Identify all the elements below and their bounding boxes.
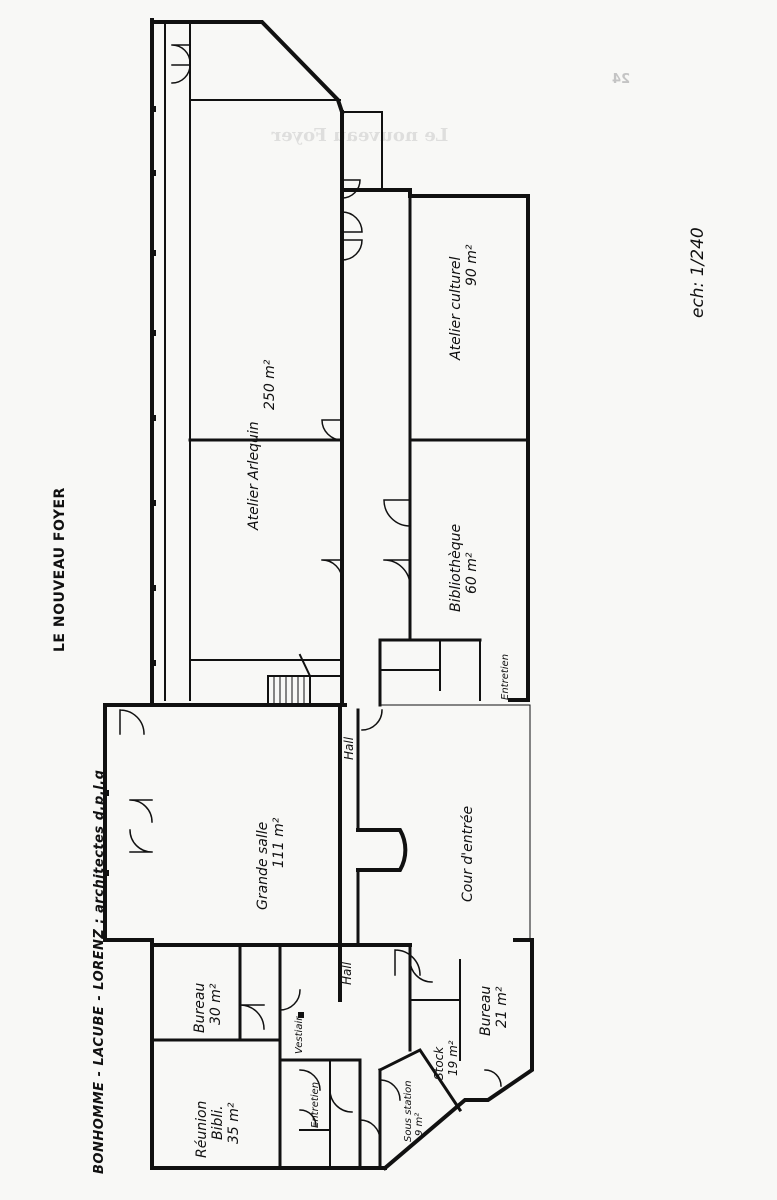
room-hall-bottom: Hall — [340, 961, 354, 985]
room-atelier-arlequin: Atelier Arlequin 250 m² — [246, 359, 278, 530]
room-bureau-30: Bureau 30 m² — [192, 982, 224, 1033]
room-stock: Stock 19 m² — [432, 1040, 460, 1080]
room-entretien-top: Entretien — [500, 653, 511, 700]
room-hall-top: Hall — [342, 736, 356, 760]
scale-label: ech: 1/240 — [688, 227, 708, 318]
room-sous-station: Sous station 9 m² — [403, 1080, 425, 1142]
room-vestiaire: Vestiair — [294, 1016, 305, 1054]
room-cour-entree: Cour d'entrée — [460, 805, 476, 902]
inner-walls — [103, 21, 531, 1170]
room-grande-salle: Grande salle 111 m² — [255, 817, 287, 910]
room-atelier-culturel: Atelier culturel 90 m² — [448, 244, 480, 360]
door-swings — [119, 44, 502, 1141]
room-bureau-21: Bureau 21 m² — [478, 985, 510, 1036]
architects-credit: BONHOMME - LACUBE - LORENZ : architectes… — [92, 769, 107, 1174]
pillars — [103, 106, 304, 1018]
room-entretien-bottom: Entretien — [310, 1081, 321, 1128]
room-bibliotheque: Bibliothèque 60 m² — [448, 523, 480, 612]
document-title: LE NOUVEAU FOYER — [52, 487, 68, 652]
room-reunion-bibli: Réunion Bibli. 35 m² — [194, 1100, 242, 1158]
